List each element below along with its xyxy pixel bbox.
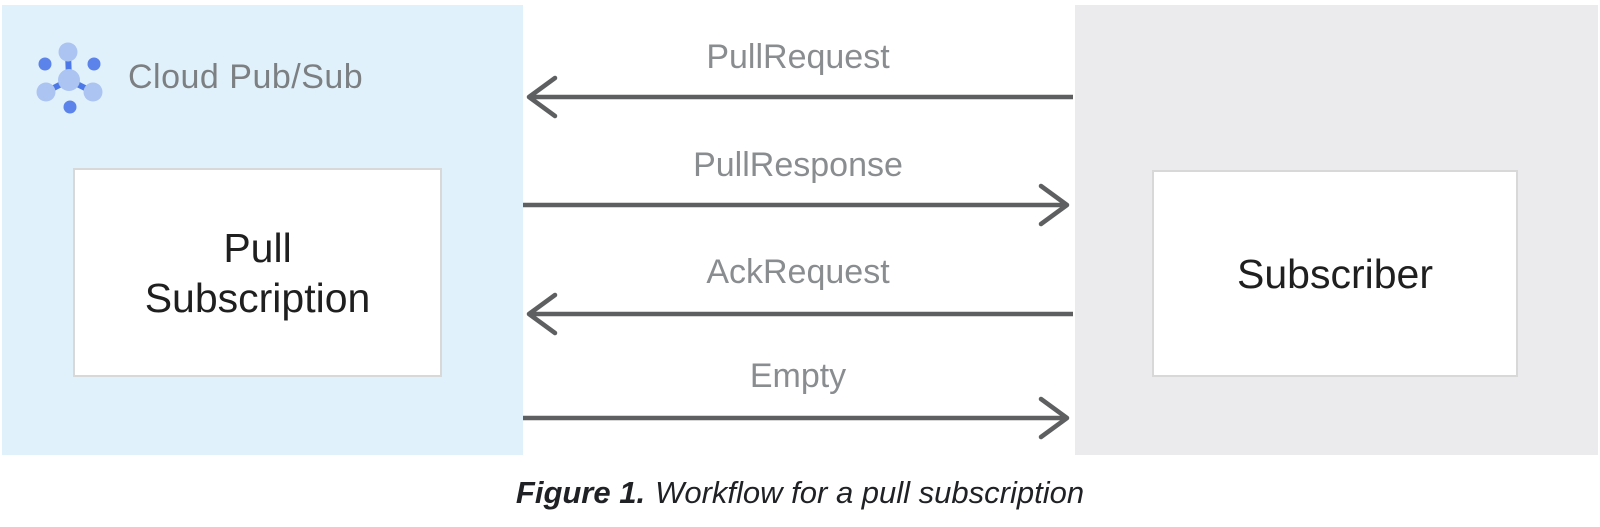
arrow-label-pullrequest: PullRequest <box>706 38 890 76</box>
subscriber-box-label: Subscriber <box>1237 250 1433 297</box>
arrow-label-ackrequest: AckRequest <box>706 253 890 291</box>
cloud-pubsub-icon <box>36 42 103 114</box>
arrow-label-empty: Empty <box>749 357 847 395</box>
subscriber-panel: Subscriber <box>1075 5 1598 455</box>
figure-caption: Figure 1. Workflow for a pull subscriptio… <box>0 472 1600 514</box>
cloud-pubsub-brand: Cloud Pub/Sub <box>30 38 363 116</box>
arrow-pullresponse-right-icon <box>523 183 1070 227</box>
pull-subscription-box-label: Pull Subscription <box>144 224 371 321</box>
arrow-pullrequest-left-icon <box>526 75 1073 119</box>
arrow-label-pullresponse: PullResponse <box>693 146 903 184</box>
figure-caption-text: Workflow for a pull subscription <box>655 475 1085 510</box>
figure-caption-number: Figure 1. <box>515 475 646 510</box>
subscriber-box: Subscriber <box>1152 170 1518 377</box>
pull-subscription-box: Pull Subscription <box>73 168 442 377</box>
cloud-pubsub-label: Cloud Pub/Sub <box>128 57 364 96</box>
arrow-empty-right-icon <box>523 396 1070 440</box>
cloud-pubsub-panel: Cloud Pub/Sub Pull Subscription <box>2 5 523 455</box>
arrow-ackrequest-left-icon <box>526 292 1073 336</box>
